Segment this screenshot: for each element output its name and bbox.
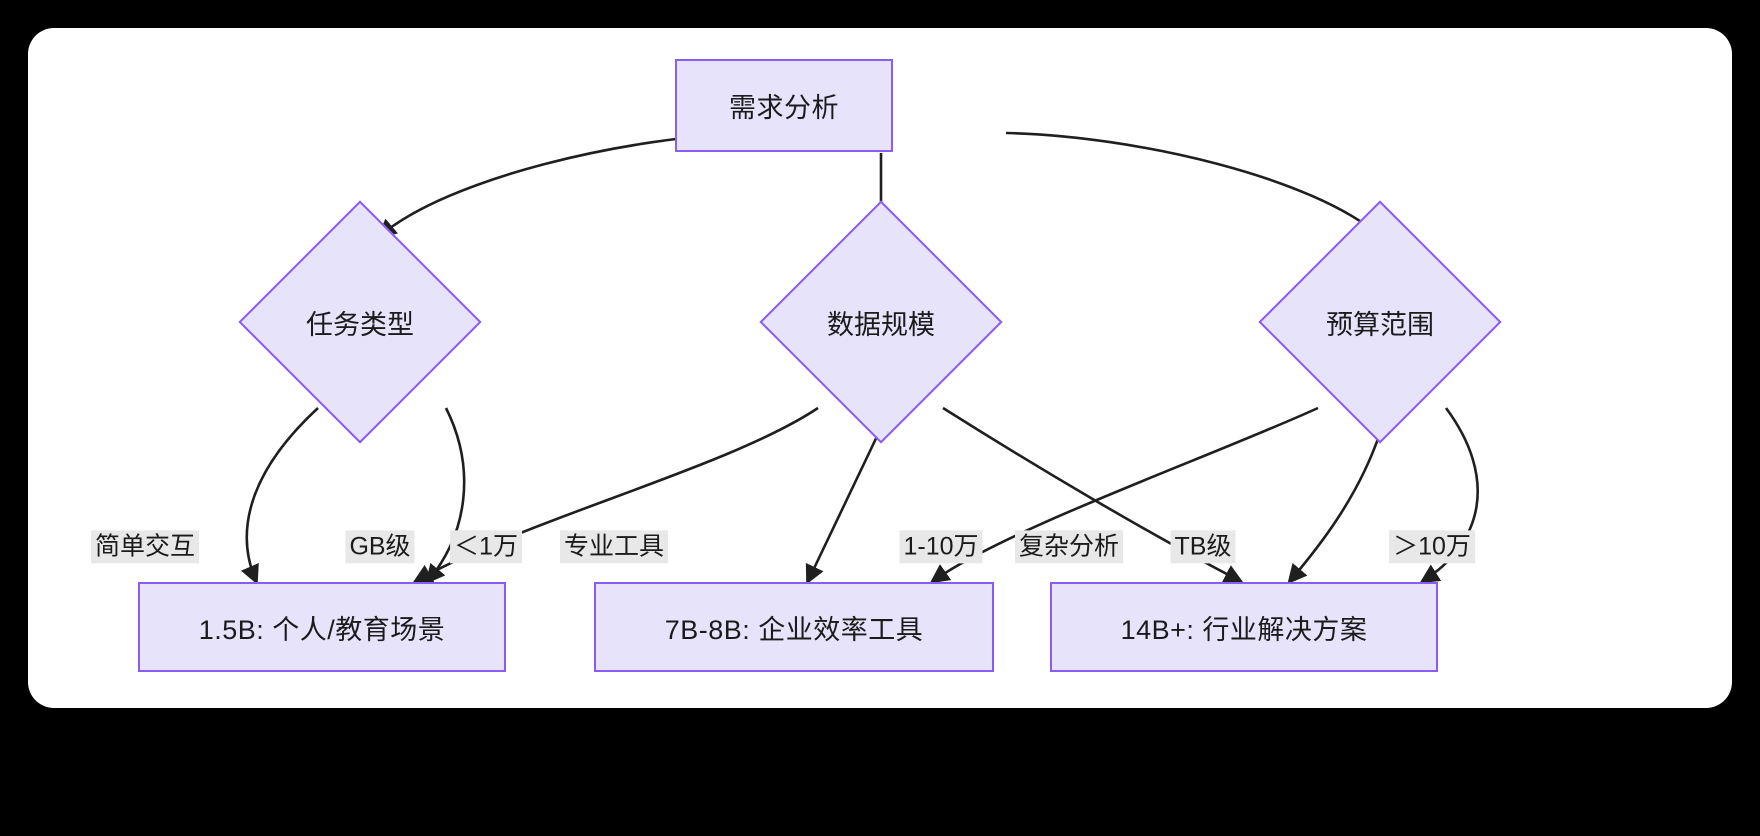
- node-task-type-label: 任务类型: [306, 309, 414, 340]
- edge-label-over-100k: ＞10万: [1389, 530, 1475, 564]
- edge-label-under-10k: ＜1万: [450, 530, 522, 564]
- node-result-large[interactable]: 14B+: 行业解决方案: [1050, 582, 1438, 672]
- node-budget-range[interactable]: 预算范围: [1258, 200, 1502, 444]
- node-result-small-label: 1.5B: 个人/教育场景: [198, 614, 446, 645]
- node-root-label: 需求分析: [729, 93, 839, 123]
- node-result-small[interactable]: 1.5B: 个人/教育场景: [138, 582, 506, 672]
- diagram-stage: 需求分析 任务类型 数据规模 预算范围 简单交互 GB级 ＜1万 专业工具 1-…: [28, 28, 1732, 708]
- edge-label-complex-analysis: 复杂分析: [1014, 530, 1124, 564]
- node-result-large-label: 14B+: 行业解决方案: [1120, 614, 1368, 645]
- edge-label-10k-100k: 1-10万: [899, 530, 983, 564]
- edges-decisions-to-results: [240, 406, 1479, 585]
- node-root[interactable]: 需求分析: [675, 59, 893, 152]
- diagram-canvas: 需求分析 任务类型 数据规模 预算范围 简单交互 GB级 ＜1万 专业工具 1-…: [28, 28, 1732, 708]
- node-result-medium[interactable]: 7B-8B: 企业效率工具: [594, 582, 994, 672]
- edge-label-professional-tool: 专业工具: [559, 530, 669, 564]
- node-data-scale-label: 数据规模: [827, 309, 935, 340]
- edge-label-tb-scale: TB级: [1170, 530, 1236, 564]
- edge-label-gb-scale: GB级: [345, 530, 415, 564]
- node-result-medium-label: 7B-8B: 企业效率工具: [664, 614, 924, 645]
- node-data-scale[interactable]: 数据规模: [759, 200, 1003, 444]
- edge-label-simple-interaction: 简单交互: [90, 530, 200, 564]
- node-budget-range-label: 预算范围: [1326, 309, 1434, 340]
- node-task-type[interactable]: 任务类型: [238, 200, 482, 444]
